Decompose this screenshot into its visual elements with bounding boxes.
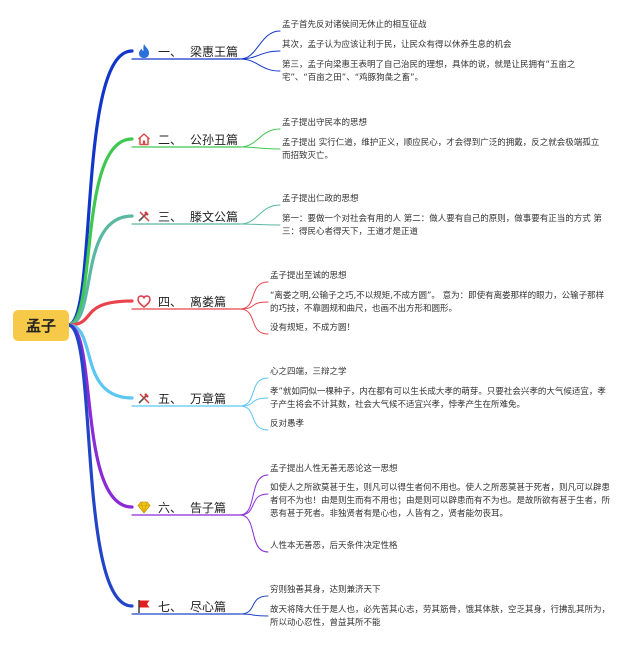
branch-gongsunchou[interactable]: 二、 公孙丑篇 xyxy=(136,128,238,150)
fire-icon xyxy=(136,43,152,59)
leaf-text: 孟子提出仁政的思想 xyxy=(282,194,359,204)
leaf-text: 孟子提出 实行仁道，维护正义，顺应民心，才会得到广泛的拥戴，反之就会极端孤立而招… xyxy=(282,138,600,161)
leaf-text: 孟子首先反对诸侯间无休止的相互征战 xyxy=(282,20,427,30)
branch-connector xyxy=(66,214,134,327)
tools-icon xyxy=(136,390,152,406)
root-label: 孟子 xyxy=(25,317,56,335)
branch-number: 七、 xyxy=(158,599,183,614)
leaf-connector xyxy=(239,514,269,553)
leaf-connector xyxy=(239,377,269,407)
branch-jinxin[interactable]: 七、 尽心篇 xyxy=(136,595,226,617)
leaf-connector xyxy=(239,50,281,60)
home-icon xyxy=(136,131,152,147)
branch-title: 尽心篇 xyxy=(190,599,227,614)
branch-connector xyxy=(66,323,134,509)
leaf-connector xyxy=(239,30,281,60)
branch-lianghuiwang[interactable]: 一、 梁惠王篇 xyxy=(136,40,238,62)
leaf-text: 孟子提出守民本的思想 xyxy=(282,118,368,128)
branch-number: 二、 xyxy=(158,132,183,147)
leaf-text: “离娄之明,公输子之巧,不以规矩,不成方圆”。 意为：即使有离娄那样的眼力，公输… xyxy=(270,291,605,314)
leaf-text: 没有规矩，不成方圆！ xyxy=(270,323,356,333)
leaf-connector xyxy=(239,301,269,310)
leaf-text: 其次，孟子认为应该让利于民，让民众有得以休养生息的机会 xyxy=(282,40,512,50)
leaf-text: 心之四端，三辩之学 xyxy=(270,367,347,377)
branch-connector xyxy=(66,49,134,327)
leaf-connector xyxy=(239,308,269,335)
leaf-connector xyxy=(239,474,269,516)
branch-title: 离娄篇 xyxy=(190,294,227,309)
branch-title: 滕文公篇 xyxy=(190,209,239,224)
branch-connector xyxy=(66,323,134,608)
leaf-connector xyxy=(239,204,281,225)
branch-number: 四、 xyxy=(158,294,183,309)
leaf-text: 穷则独善其身，达则兼济天下 xyxy=(270,585,381,595)
leaf-text: 反对愚孝 xyxy=(270,419,305,429)
tools-icon xyxy=(136,208,152,224)
branch-wanzhang[interactable]: 五、 万章篇 xyxy=(136,387,226,409)
leaf-text: 孟子提出人性无善无恶论这一思想 xyxy=(270,464,398,474)
branch-lilou[interactable]: 四、 离娄篇 xyxy=(136,290,226,312)
leaf-text: 第一：要做一个对社会有用的人 第二：做人要有自己的原则，做事要有正当的方式 第三… xyxy=(282,214,602,237)
branch-connector xyxy=(66,323,134,400)
leaf-connector xyxy=(239,397,269,407)
leaf-connector xyxy=(239,281,269,310)
leaf-connector xyxy=(239,405,269,431)
branch-number: 三、 xyxy=(158,209,183,224)
branch-tengwengong[interactable]: 三、 滕文公篇 xyxy=(136,205,238,227)
leaf-connector xyxy=(239,493,269,516)
branch-gaozi[interactable]: 六、 告子篇 xyxy=(136,496,226,518)
branch-title: 告子篇 xyxy=(190,500,227,515)
leaf-connector xyxy=(239,58,281,72)
heart-icon xyxy=(136,293,152,309)
root-node[interactable]: 孟子 xyxy=(13,310,69,341)
leaf-connector xyxy=(239,595,269,615)
leaf-connector xyxy=(239,146,281,150)
flag-icon xyxy=(136,598,152,614)
branch-connector xyxy=(66,137,134,327)
leaf-text: 孟子提出至诚的思想 xyxy=(270,271,347,281)
leaf-connector xyxy=(239,613,269,617)
branch-title: 梁惠王篇 xyxy=(190,44,239,59)
leaf-text: 人性本无善恶，后天条件决定性格 xyxy=(270,541,398,551)
leaf-connector xyxy=(239,128,281,148)
leaf-text: 第三，孟子向梁惠王表明了自己治民的理想，具体的说，就是让民拥有“五亩之宅”、“百… xyxy=(282,60,576,83)
branch-title: 万章篇 xyxy=(190,391,227,406)
branch-title: 公孙丑篇 xyxy=(190,132,239,147)
leaf-text: 故天将降大任于是人也，必先苦其心志，劳其筋骨，饿其体肤，空乏其身，行拂乱其所为，… xyxy=(270,605,611,628)
leaf-text: 如使人之所欲莫甚于生，则凡可以得生者何不用也。使人之所恶莫甚于死者，则凡可以辟患… xyxy=(270,483,611,519)
leaf-text: 孝”就如同似一棵种子，内在都有可以生长成大孝的萌芽。只要社会兴孝的大气候适宜，孝… xyxy=(270,387,606,410)
branch-number: 六、 xyxy=(158,500,183,515)
branch-connector xyxy=(66,299,134,327)
diamond-icon xyxy=(136,499,152,515)
leaf-connector xyxy=(239,223,281,226)
branch-number: 五、 xyxy=(158,391,183,406)
branch-number: 一、 xyxy=(158,44,183,59)
